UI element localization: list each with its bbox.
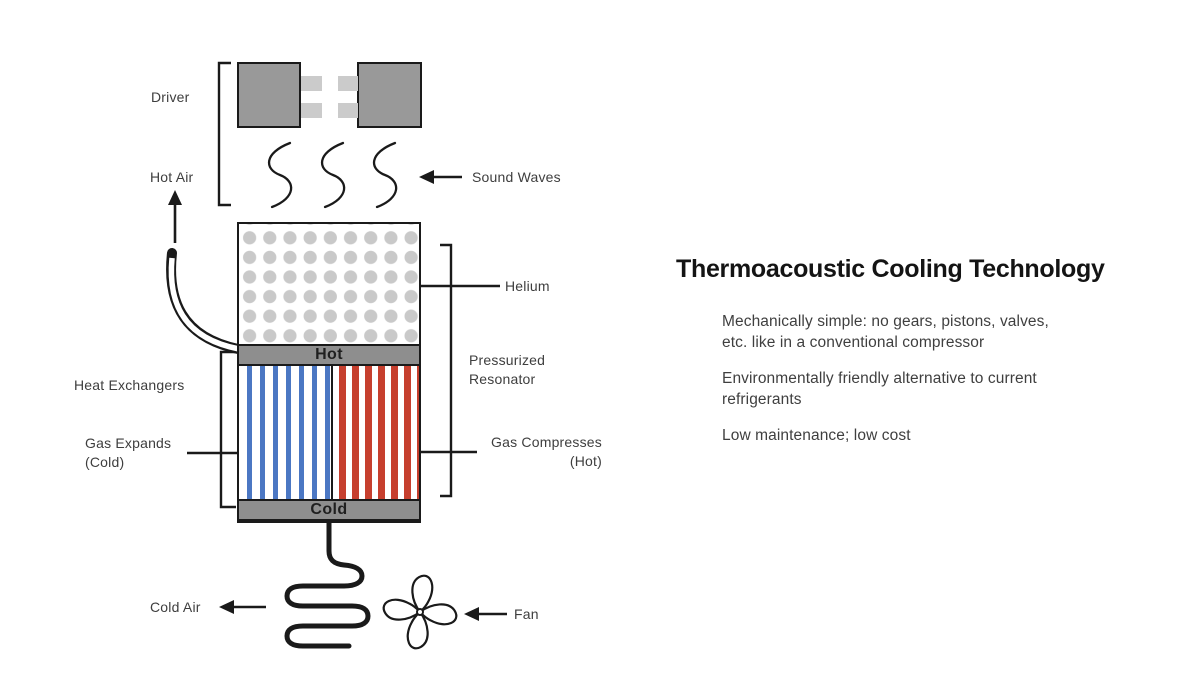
cold-air-arrow: [219, 600, 266, 614]
driver-box-right: [357, 62, 422, 128]
info-bullet-list: Mechanically simple: no gears, pistons, …: [722, 311, 1122, 461]
fan-label: Fan: [514, 606, 539, 622]
helium-gas-zone: [239, 224, 419, 344]
cold-bar-label: Cold: [310, 501, 348, 518]
heat-exchangers-label: Heat Exchangers: [74, 377, 185, 393]
cold-exchanger-bar: Cold: [239, 499, 419, 521]
cold-coil: [284, 518, 371, 649]
sound-wave-3: [373, 141, 398, 209]
gas-expands-label: Gas Expands (Cold): [85, 435, 172, 470]
bullet-low-maintenance: Low maintenance; low cost: [722, 427, 911, 444]
heat-exchangers-bracket: [219, 350, 236, 509]
stack-divider: [331, 366, 333, 499]
driver-box-left: [237, 62, 301, 128]
driver-tab: [338, 103, 358, 118]
fan-arrow: [464, 607, 507, 621]
sound-wave-2: [321, 141, 346, 209]
resonator-bracket: [440, 243, 453, 498]
resonator-vessel: Hot Cold: [237, 222, 421, 523]
gas-compresses-stripes: [333, 366, 419, 499]
bullet-mechanically-simple: Mechanically simple: no gears, pistons, …: [722, 313, 1049, 351]
driver-label: Driver: [151, 89, 190, 105]
sound-waves-arrow: [419, 170, 462, 184]
hot-air-tube: [166, 248, 243, 354]
hot-exchanger-bar: Hot: [239, 344, 419, 366]
fan-icon: [382, 574, 458, 650]
page-title: Thermoacoustic Cooling Technology: [676, 255, 1105, 283]
driver-tab: [301, 103, 322, 118]
hot-air-label: Hot Air: [150, 169, 194, 185]
sound-wave-1: [268, 141, 293, 209]
gas-expands-stripes: [239, 366, 331, 499]
gas-compresses-label: Gas Compresses (Hot): [491, 434, 602, 469]
bullet-environmentally-friendly: Environmentally friendly alternative to …: [722, 370, 1037, 408]
driver-tab: [301, 76, 322, 91]
sound-waves-label: Sound Waves: [472, 169, 561, 185]
stack-region: [239, 366, 419, 499]
pressurized-resonator-label: Pressurized Resonator: [469, 352, 546, 387]
hot-bar-label: Hot: [315, 346, 343, 363]
helium-label: Helium: [505, 278, 550, 294]
driver-tab: [338, 76, 358, 91]
sound-waves-squiggles: [268, 141, 398, 209]
driver-bracket: [217, 61, 231, 207]
cold-air-label: Cold Air: [150, 599, 201, 615]
hot-air-arrow: [168, 190, 182, 243]
